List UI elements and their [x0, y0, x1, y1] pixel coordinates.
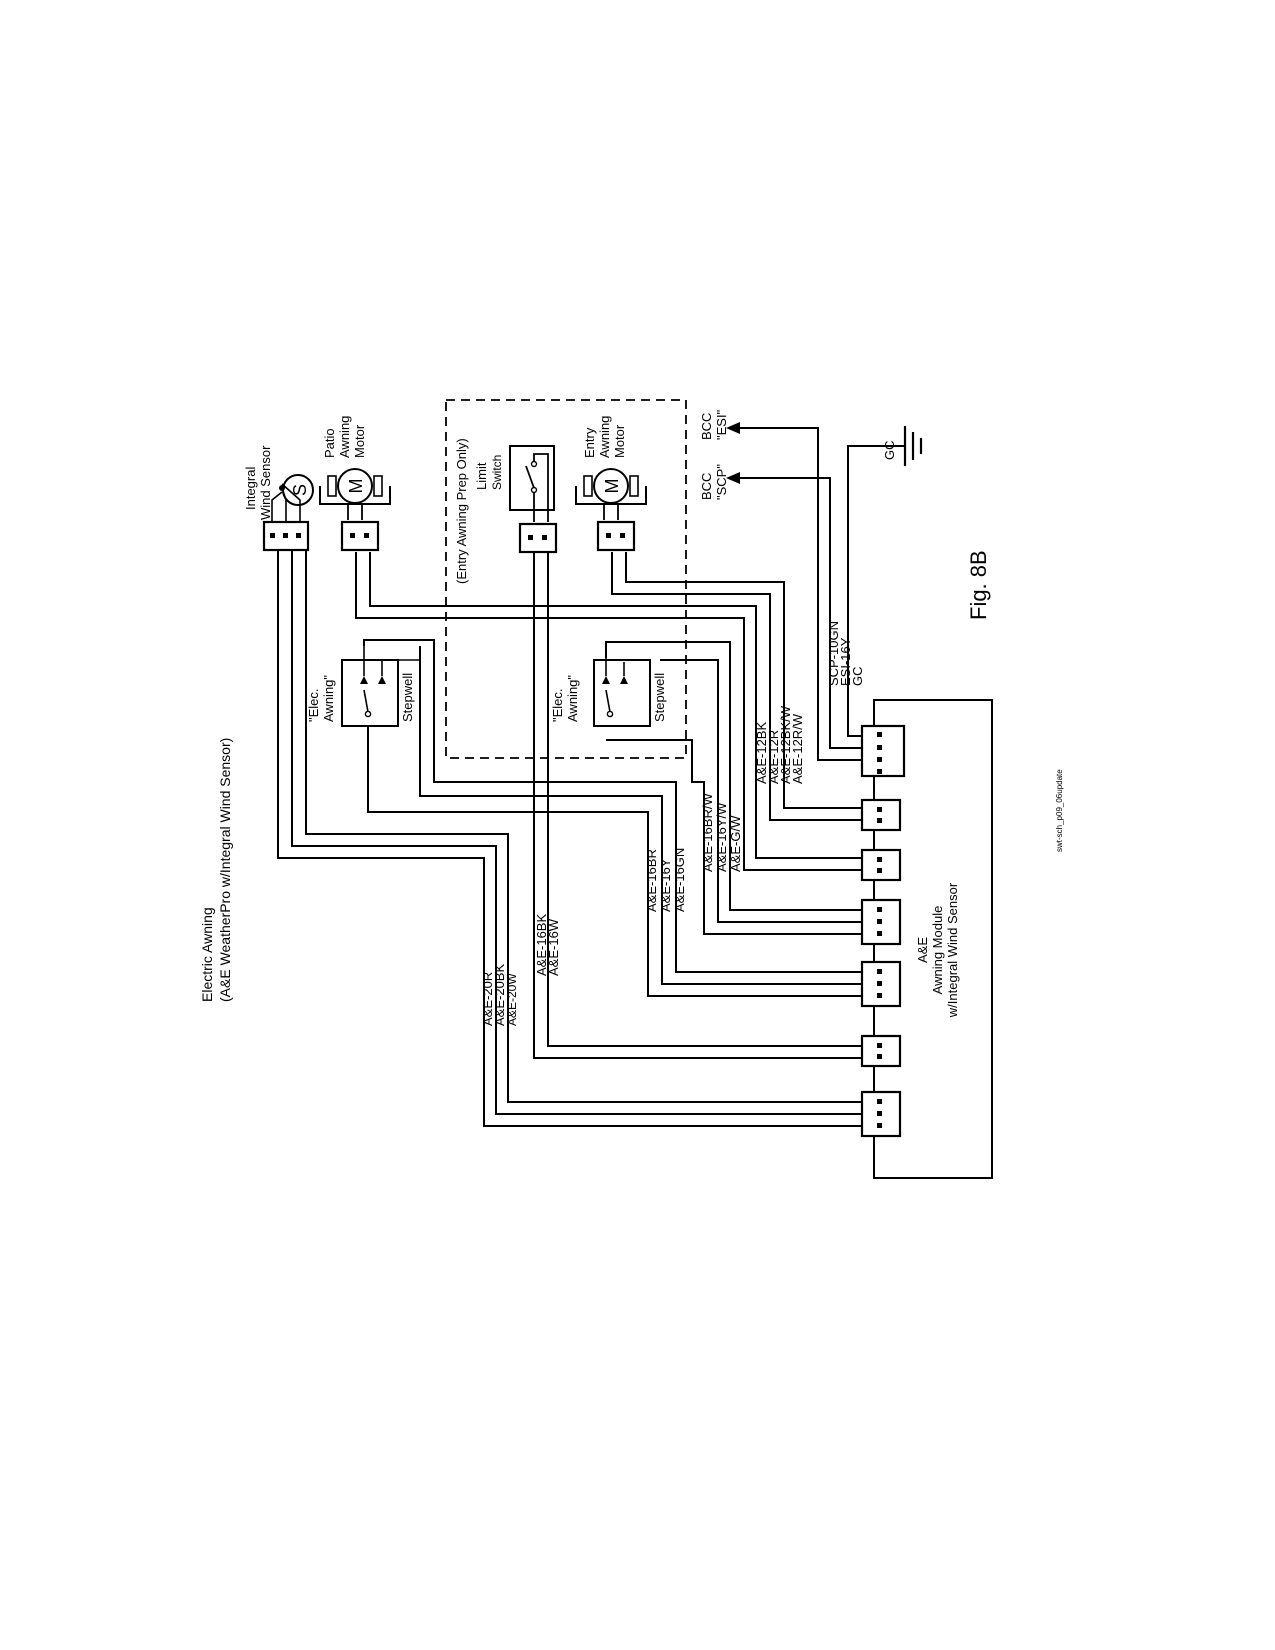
entry-motor-label-3: Motor: [612, 424, 627, 458]
wind-sensor: S: [262, 474, 314, 552]
entry-stepwell-switch: [593, 658, 651, 727]
label-a-e-20r: A&E-20R: [480, 972, 495, 1026]
label-a-e-20w: A&E-20W: [505, 973, 519, 1026]
label-esi-16y: ESI-16Y: [838, 637, 853, 686]
wire-a-e-20r: [277, 550, 862, 1127]
entry-motor-label-2: Awning: [597, 416, 612, 458]
bcc-esi-arrow: [726, 422, 740, 434]
module-label-2: Awning Module: [930, 906, 945, 995]
ground-symbol: [903, 426, 923, 466]
label-a-e-16y-w: A&E-16Y/W: [714, 802, 729, 872]
wire-a-e-16y: [419, 646, 862, 985]
label-a-e-g-w: A&E-G/W: [728, 815, 743, 872]
entry-motor-symbol: M: [602, 479, 622, 494]
patio-motor-label-2: Awning: [337, 416, 352, 458]
patio-motor-label-3: Motor: [352, 424, 367, 458]
entry-switch-label-2: Awning": [565, 675, 580, 722]
wire-a-e-g-w: [605, 641, 862, 911]
label-a-e-12bk-w: A&E-12BK/W: [778, 705, 793, 784]
limit-switch-label-1: Limit: [474, 462, 489, 490]
wind-sensor-symbol: S: [290, 484, 310, 496]
wind-sensor-label-1: Integral: [243, 467, 258, 510]
bcc-scp-line2: "SCP": [714, 464, 729, 500]
wire-a-e-12bk-w: [611, 552, 862, 821]
wire-a-e-16bk: [533, 552, 862, 1059]
wire-a-e-12r-w: [625, 552, 862, 809]
label-gc: GC: [850, 667, 865, 687]
wire-a-e-16br-w: [606, 739, 862, 935]
wire-a-e-16gn: [363, 639, 862, 973]
wire-a-e-16y-w: [660, 659, 862, 923]
label-a-e-12r-w: A&E-12R/W: [790, 713, 805, 784]
bcc-esi-line1: BCC: [699, 413, 714, 440]
patio-stepwell-switch: [341, 646, 421, 727]
label-a-e-12r: A&E-12R: [766, 730, 781, 784]
label-a-e-16br-w: A&E-16BR/W: [700, 793, 715, 872]
label-a-e-16bk: A&E-16BK: [534, 914, 549, 976]
diagram-title-line1: Electric Awning: [199, 907, 215, 1002]
module-label-1: A&E: [915, 937, 930, 963]
label-a-e-12bk: A&E-12BK: [754, 722, 769, 784]
figure-label: Fig. 8B: [966, 550, 991, 620]
limit-switch: [509, 445, 558, 554]
patio-awning-motor: M: [319, 468, 391, 552]
patio-switch-label-1: "Elec.: [306, 688, 321, 722]
patio-motor-label-1: Patio: [322, 428, 337, 458]
bcc-esi-line2: "ESI": [714, 409, 729, 440]
wind-sensor-label-2: Wind Sensor: [258, 445, 273, 520]
entry-switch-label-1: "Elec.: [550, 688, 565, 722]
wire-a-e-20bk: [291, 550, 862, 1115]
awning-module: [860, 699, 993, 1179]
diagram-title-line2: (A&E WeatherPro w/Integral Wind Sensor): [217, 738, 233, 1002]
wire-gc: [847, 445, 905, 737]
wire-esi-16y: [738, 477, 862, 749]
label-scp-10gn: SCP-10GN: [826, 621, 841, 686]
label-a-e-16gn: A&E-16GN: [672, 848, 687, 912]
wire-a-e-16w: [547, 552, 862, 1047]
entry-prep-note: (Entry Awning Prep Only): [454, 438, 469, 584]
bcc-scp-line1: BCC: [699, 473, 714, 500]
wire-a-e-20w: [305, 550, 862, 1103]
bcc-scp-arrow: [726, 472, 740, 484]
label-a-e-16w: A&E-16W: [546, 918, 561, 976]
wire-scp-10gn: [738, 427, 862, 761]
entry-motor-label-1: Entry: [582, 427, 597, 458]
footer-code: swt-sch_p09_06update: [1055, 769, 1064, 852]
wires: [277, 427, 905, 1127]
wire-labels: A&E-20R A&E-20BK A&E-20W A&E-16BK A&E-16…: [480, 621, 865, 1026]
patio-switch-label-2: Awning": [321, 675, 336, 722]
ground-label: GC: [882, 441, 897, 461]
module-label-3: w/Integral Wind Sensor: [945, 882, 960, 1018]
entry-switch-label-3: Stepwell: [652, 673, 667, 722]
wire-a-e-12bk: [355, 552, 862, 871]
wire-a-e-12r: [369, 552, 862, 859]
patio-switch-label-3: Stepwell: [400, 673, 415, 722]
wire-a-e-16br: [367, 715, 862, 997]
label-a-e-16y: A&E-16Y: [658, 858, 673, 912]
entry-awning-motor: M: [575, 468, 647, 552]
limit-switch-label-2: Switch: [490, 455, 504, 490]
entry-prep-region: [445, 399, 687, 759]
patio-motor-symbol: M: [346, 479, 366, 494]
label-a-e-20bk: A&E-20BK: [492, 964, 507, 1026]
label-a-e-16br: A&E-16BR: [644, 849, 659, 912]
